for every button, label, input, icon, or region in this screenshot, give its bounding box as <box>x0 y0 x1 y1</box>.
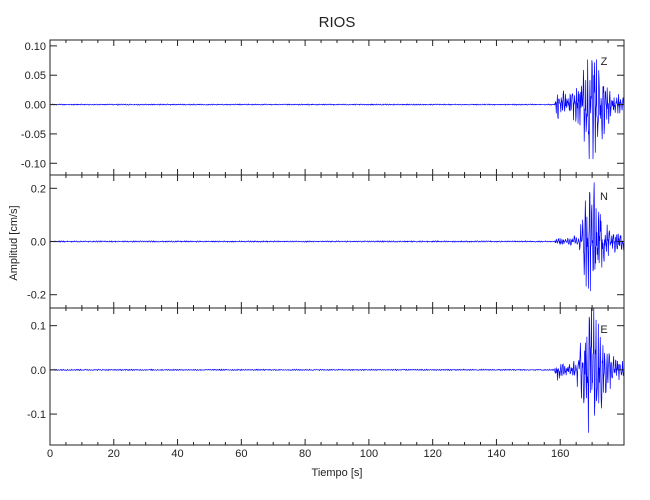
panel-frame <box>49 307 625 446</box>
x-tick-label: 120 <box>423 448 441 460</box>
component-label-Z: Z <box>601 56 608 68</box>
trace-Z <box>50 59 624 160</box>
panel-Z: 0.10 0.05 0.00 -0.05 -0.10 Z <box>21 39 625 176</box>
x-tick-label: 160 <box>551 448 569 460</box>
component-label-N: N <box>600 191 608 203</box>
x-tick-label: 0 <box>47 448 53 460</box>
y-tick-label: -0.05 <box>21 129 46 141</box>
y-tick-label: 0.05 <box>25 70 46 82</box>
y-axis-title: Amplitud [cm/s] <box>8 205 20 280</box>
x-axis-title: Tiempo [s] <box>312 467 363 479</box>
y-tick-label: 0.00 <box>25 100 46 112</box>
x-tick-label: 20 <box>108 448 120 460</box>
trace-E <box>50 308 624 433</box>
chart-title: RIOS <box>319 14 356 31</box>
x-tick-label: 80 <box>299 448 311 460</box>
y-tick-label: 0.10 <box>25 41 46 53</box>
x-tick-label: 40 <box>171 448 183 460</box>
x-tick-label: 140 <box>487 448 505 460</box>
y-tick-label: 0.0 <box>31 237 46 249</box>
y-tick-label: 0.2 <box>31 183 46 195</box>
trace-N <box>50 182 624 292</box>
panels-group: 0.10 0.05 0.00 -0.05 -0.10 Z 0.2 0.0 -0.2 N 0.1 0.0… <box>21 39 625 446</box>
x-tick-labels: 0 20 40 60 80 100 120 140 160 <box>47 448 569 460</box>
y-tick-label: 0.0 <box>31 365 46 377</box>
y-tick-label: 0.1 <box>31 321 46 333</box>
y-tick-label: -0.1 <box>27 409 46 421</box>
y-tick-label: -0.10 <box>21 158 46 170</box>
component-label-E: E <box>600 324 607 336</box>
x-tick-label: 100 <box>360 448 378 460</box>
panel-N: 0.2 0.0 -0.2 N <box>27 174 625 309</box>
panel-E: 0.1 0.0 -0.1 E <box>27 307 625 446</box>
y-tick-label: -0.2 <box>27 290 46 302</box>
panel-frame <box>49 39 625 176</box>
x-tick-label: 60 <box>235 448 247 460</box>
